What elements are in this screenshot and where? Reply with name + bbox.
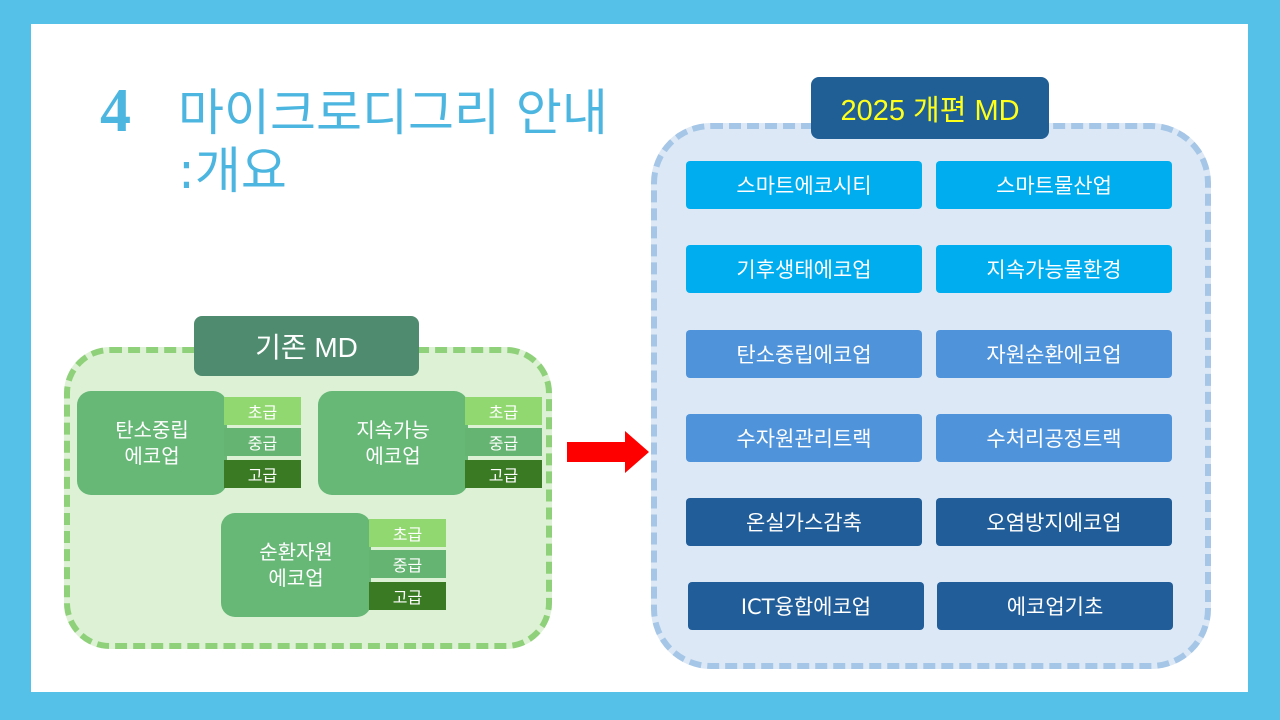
existing-md-header: 기존 MD bbox=[194, 316, 419, 376]
level-advanced: 고급 bbox=[465, 460, 542, 488]
level-beginner: 초급 bbox=[369, 519, 446, 547]
program-name-line-2: 에코업 bbox=[124, 444, 180, 468]
title-line-2: :개요 bbox=[178, 142, 287, 200]
program-name-line-2: 에코업 bbox=[268, 566, 324, 590]
level-intermediate: 중급 bbox=[224, 428, 301, 456]
revised-md-item: 에코업기초 bbox=[937, 582, 1173, 630]
program-name-line-1: 순환자원 bbox=[259, 540, 333, 564]
revised-md-item: ICT융합에코업 bbox=[688, 582, 924, 630]
program-name-line-2: 에코업 bbox=[365, 444, 421, 468]
revised-md-item: 오염방지에코업 bbox=[936, 498, 1172, 546]
revised-md-item: 기후생태에코업 bbox=[686, 245, 922, 293]
level-beginner: 초급 bbox=[465, 397, 542, 425]
level-intermediate: 중급 bbox=[369, 550, 446, 578]
level-beginner: 초급 bbox=[224, 397, 301, 425]
right-arrow-icon bbox=[567, 431, 649, 478]
revised-md-item: 자원순환에코업 bbox=[936, 330, 1172, 378]
title-line-1: 마이크로디그리 안내 bbox=[178, 84, 608, 142]
level-advanced: 고급 bbox=[369, 582, 446, 610]
program-name-line-1: 지속가능 bbox=[356, 418, 430, 442]
page-title: 마이크로디그리 안내 :개요 bbox=[178, 84, 608, 200]
level-advanced: 고급 bbox=[224, 460, 301, 488]
revised-md-header: 2025 개편 MD bbox=[811, 77, 1049, 139]
revised-md-item: 지속가능물환경 bbox=[936, 245, 1172, 293]
level-intermediate: 중급 bbox=[465, 428, 542, 456]
revised-md-item: 스마트물산업 bbox=[936, 161, 1172, 209]
revised-md-item: 탄소중립에코업 bbox=[686, 330, 922, 378]
revised-md-frame bbox=[651, 123, 1211, 669]
revised-md-item: 스마트에코시티 bbox=[686, 161, 922, 209]
revised-md-item: 수자원관리트랙 bbox=[686, 414, 922, 462]
revised-md-item: 수처리공정트랙 bbox=[936, 414, 1172, 462]
program-name-line-1: 탄소중립 bbox=[115, 418, 189, 442]
slide-number: 4 bbox=[100, 77, 131, 145]
revised-md-item: 온실가스감축 bbox=[686, 498, 922, 546]
